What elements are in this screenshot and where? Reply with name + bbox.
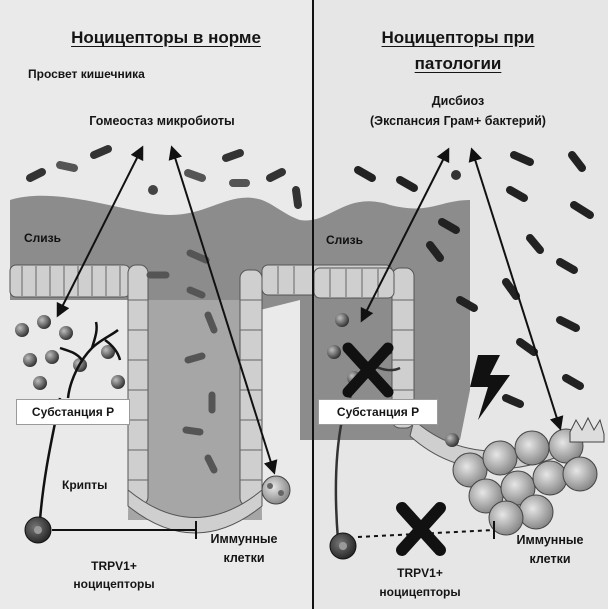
neurons-label-left-2: ноцицепторы [73,578,154,592]
left-panel-title: Ноцицепторы в норме [71,28,261,48]
lumen-label: Просвет кишечника [28,68,145,82]
immune-label-left-1: Иммунные [211,532,278,546]
immune-label-left-2: клетки [223,551,264,565]
villus-tip-right [570,418,604,442]
substance-p-box-right: Субстанция Р [318,399,438,425]
immune-label-right-2: клетки [529,552,570,566]
mucus-label-right: Слизь [326,234,363,248]
crypts-label: Крипты [62,479,107,493]
dysbiosis-label-2: (Экспансия Грам+ бактерий) [370,114,546,128]
dysbiosis-label-1: Дисбиоз [432,94,484,108]
immune-cell-left [262,476,290,504]
neurons-label-right-1: TRPV1+ [397,567,443,581]
immune-label-right-1: Иммунные [517,533,584,547]
right-panel-title-1: Ноцицепторы при [382,28,535,48]
substance-p-box-left: Субстанция Р [16,399,130,425]
homeostasis-label: Гомеостаз микробиоты [89,114,234,128]
mucus-label-left: Слизь [24,232,61,246]
neuron-nucleus-right [339,542,347,550]
neuron-nucleus-left [34,526,42,534]
right-panel-title-2: патологии [415,54,502,74]
neurons-label-right-2: ноцицепторы [379,586,460,600]
neurons-label-left-1: TRPV1+ [91,560,137,574]
